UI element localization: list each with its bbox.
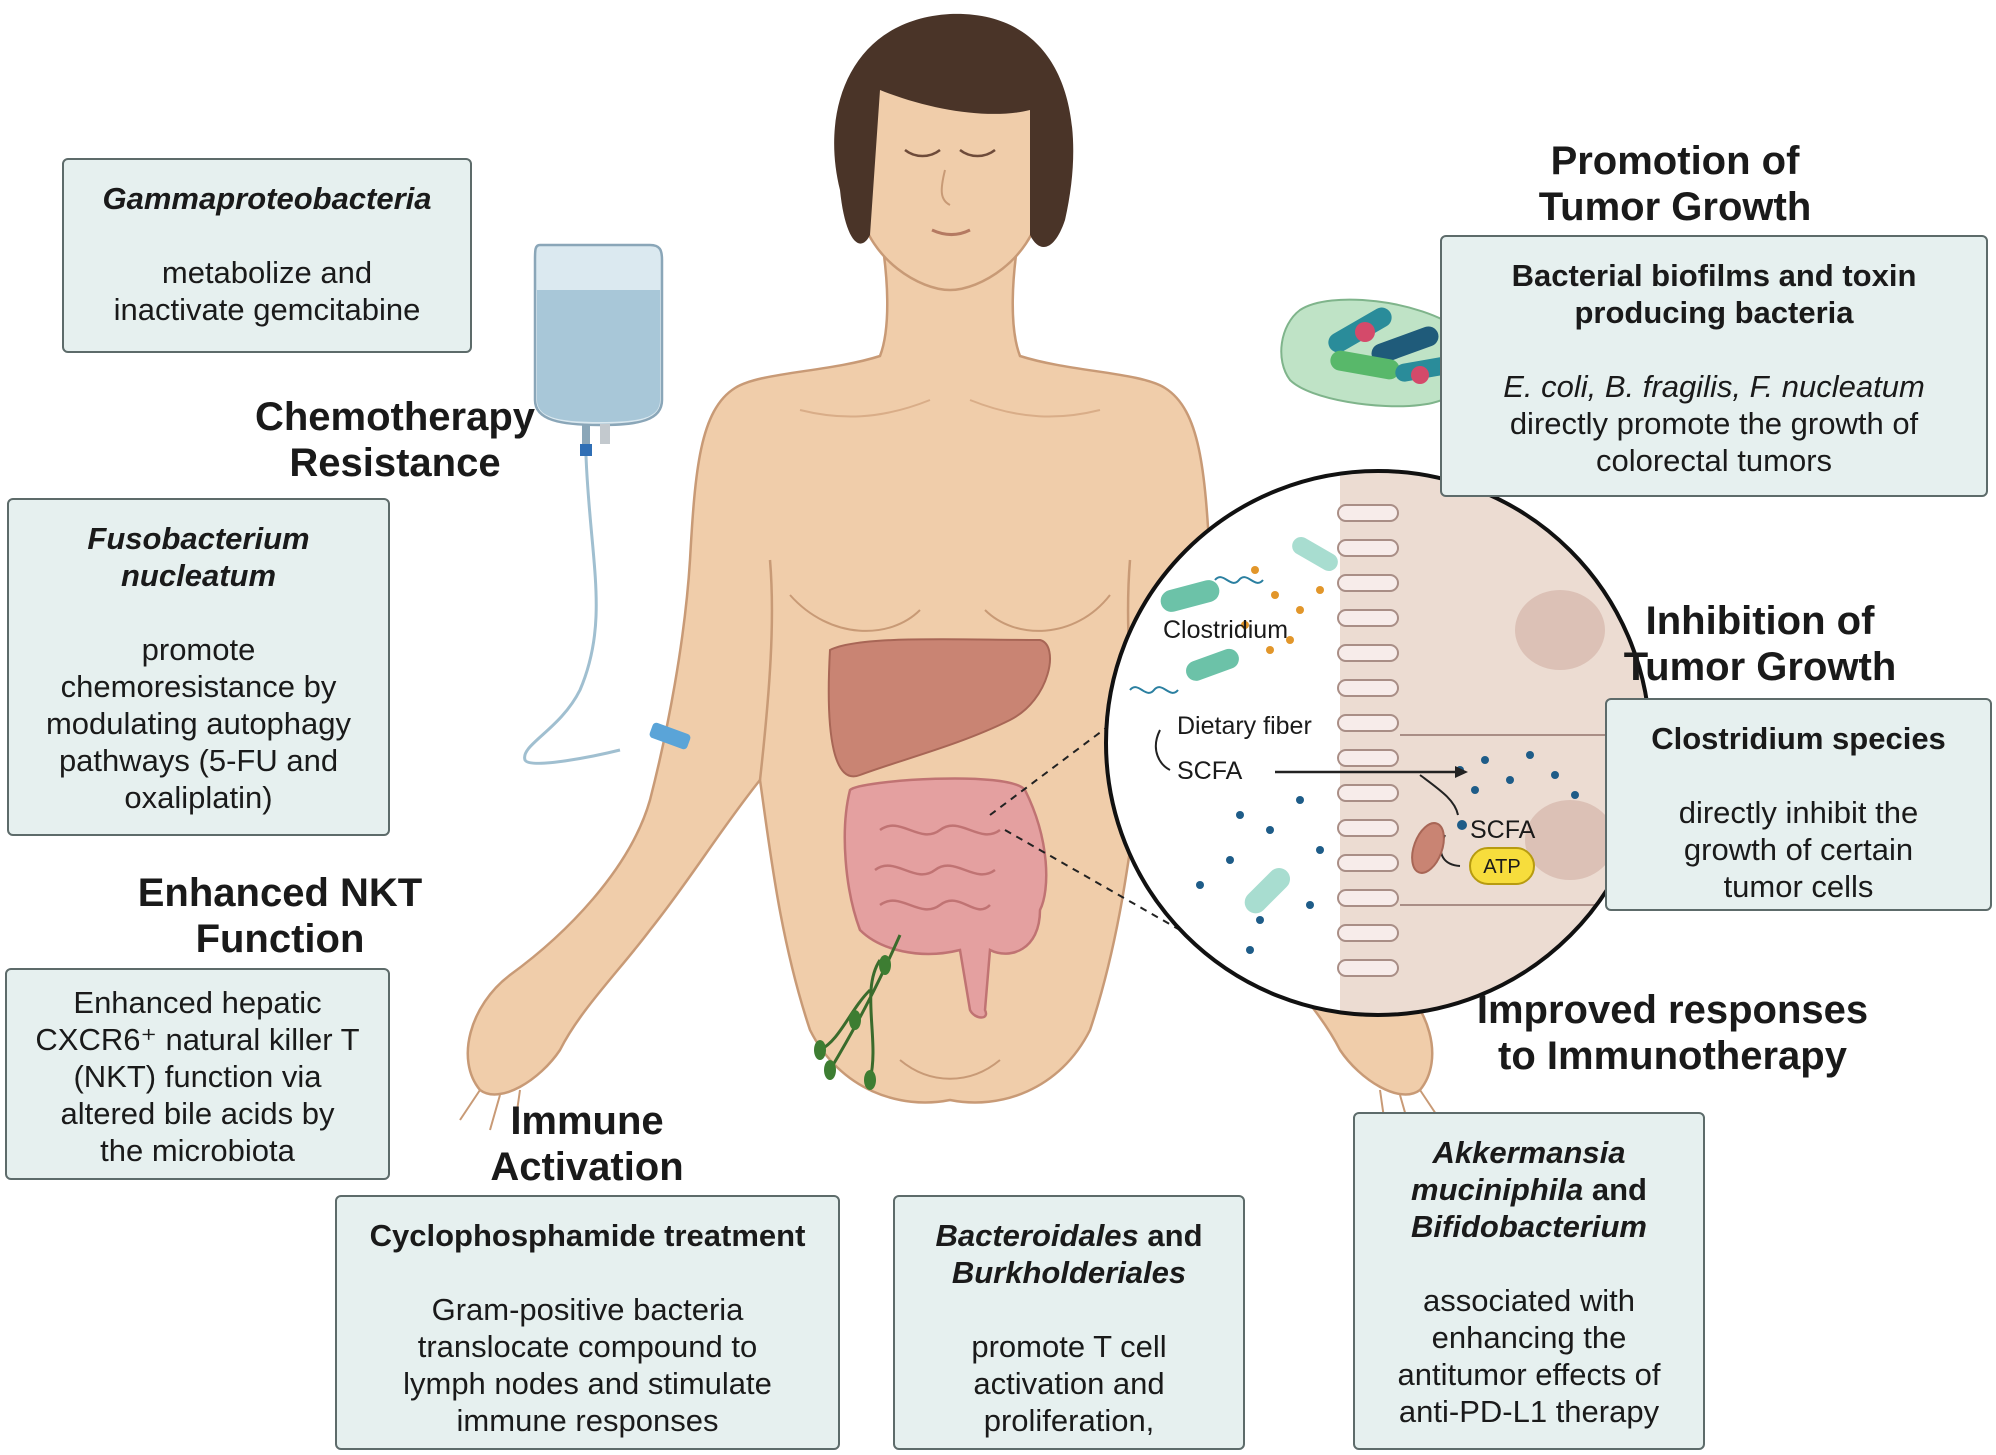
intestine-inset: Clostridium Dietary fiber SCFA SCFA ATP: [1106, 471, 1650, 1015]
liver-organ: [827, 638, 1051, 778]
akkermansia-box: Akkermansia muciniphila and Bifidobacter…: [1353, 1112, 1705, 1450]
heading-immunotherapy: Improved responses to Immunotherapy: [1476, 988, 1869, 1078]
clostridium-box: Clostridium species directly inhibit the…: [1605, 698, 1992, 911]
nkt-box: Enhanced hepatic CXCR6⁺ natural killer T…: [5, 968, 390, 1180]
lymph-vessel-icon: [814, 934, 902, 1090]
fusobacterium-box: Fusobacterium nucleatum promote chemores…: [7, 498, 390, 836]
heading-promotion: Promotion of Tumor Growth: [1538, 139, 1812, 229]
atp-label: ATP: [1483, 856, 1520, 878]
heading-immune-activation: Immune Activation: [490, 1099, 684, 1189]
biofilm-box: Bacterial biofilms and toxin producing b…: [1440, 235, 1988, 497]
scfa-cell-label: SCFA: [1470, 816, 1536, 844]
cyclophosphamide-box: Cyclophosphamide treatment Gram-positive…: [335, 1195, 840, 1450]
heading-nkt: Enhanced NKT Function: [137, 871, 423, 961]
gammaproteobacteria-box: Gammaproteobacteria metabolize and inact…: [62, 158, 472, 353]
clostridium-label: Clostridium: [1163, 616, 1288, 644]
bacteroidales-box: Bacteroidales and Burkholderiales promot…: [893, 1195, 1245, 1450]
bacterial-biofilm-icon: [1280, 298, 1476, 408]
heading-inhibition: Inhibition of Tumor Growth: [1623, 599, 1897, 689]
dietary-fiber-label: Dietary fiber: [1177, 712, 1312, 740]
intestines-organ: [843, 777, 1048, 1019]
scfa-label: SCFA: [1177, 757, 1243, 785]
iv-bag-icon: [523, 243, 691, 765]
heading-chemo-resistance: Chemotherapy Resistance: [254, 395, 536, 485]
